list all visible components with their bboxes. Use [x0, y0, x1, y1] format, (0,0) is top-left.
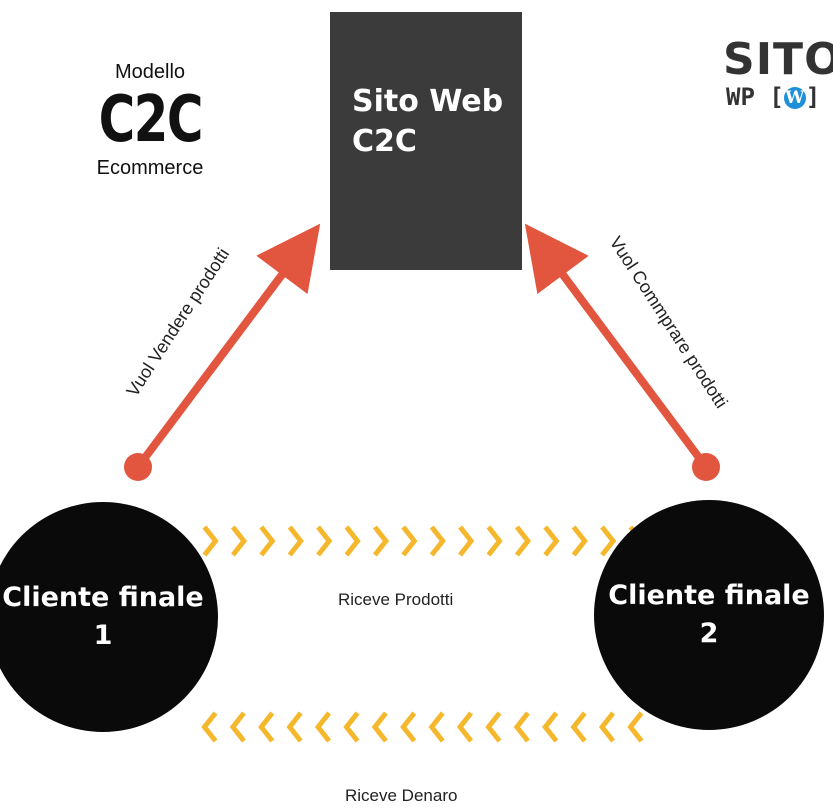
- chevron-right-icon: [458, 525, 475, 557]
- client-2-label: Cliente finale: [608, 580, 810, 611]
- chevron-right-icon: [486, 525, 503, 557]
- chevron-left-icon: [627, 711, 644, 743]
- money-flow-label: Riceve Denaro: [345, 786, 458, 805]
- chevron-left-icon: [286, 711, 303, 743]
- chevron-left-icon: [456, 711, 474, 743]
- logo-wp-line: WP [W]: [726, 84, 833, 110]
- client-1-label: Cliente finale: [2, 582, 204, 613]
- model-c2c-heading: C2C: [98, 83, 203, 157]
- chevron-right-icon: [401, 525, 418, 557]
- chevron-left-icon: [428, 711, 445, 743]
- model-label: Modello: [114, 61, 186, 83]
- wordpress-icon: W: [783, 87, 806, 109]
- chevron-left-icon: [513, 711, 530, 743]
- client-2-circle: Cliente finale 2: [594, 500, 824, 730]
- chevron-left-icon: [570, 711, 587, 743]
- chevron-left-icon: [343, 711, 360, 743]
- chevron-left-icon: [229, 711, 246, 743]
- chevron-right-icon: [429, 525, 446, 557]
- buy-arrow-dot: [692, 453, 720, 481]
- model-title-block: Modello C2C Ecommerce: [60, 58, 240, 182]
- chevron-left-icon: [258, 711, 275, 743]
- chevron-left-icon: [371, 711, 388, 743]
- sell-arrow-dot: [124, 453, 152, 481]
- products-flow-label: Riceve Prodotti: [338, 590, 454, 609]
- chevron-right-icon: [600, 525, 617, 557]
- chevron-left-icon: [400, 711, 417, 743]
- buy-arrow: [524, 223, 710, 470]
- c2c-website-title-line1: Sito Web: [352, 84, 504, 119]
- chevron-left-icon: [485, 711, 502, 743]
- chevron-left-icon: [598, 711, 616, 743]
- products-chevrons: [202, 525, 645, 557]
- model-ecommerce-label: Ecommerce: [96, 157, 204, 179]
- chevron-right-icon: [571, 525, 588, 557]
- chevron-right-icon: [344, 525, 361, 557]
- c2c-website-box: Sito Web C2C: [330, 12, 522, 270]
- logo-wp-text: WP [: [726, 83, 784, 111]
- chevron-right-icon: [202, 525, 219, 557]
- chevron-right-icon: [287, 525, 304, 557]
- chevron-right-icon: [316, 525, 333, 557]
- c2c-website-title-line2: C2C: [352, 124, 417, 159]
- chevron-right-icon: [259, 525, 276, 557]
- client-2-number: 2: [699, 618, 719, 649]
- money-chevrons: [201, 711, 644, 743]
- sito-wp-logo: SITO WP [W]: [723, 34, 833, 111]
- chevron-left-icon: [201, 711, 218, 743]
- chevron-right-icon: [543, 525, 560, 557]
- client-1-number: 1: [93, 620, 113, 651]
- chevron-right-icon: [514, 525, 532, 557]
- client-1-circle: Cliente finale 1: [0, 502, 218, 732]
- chevron-left-icon: [314, 711, 332, 743]
- chevron-left-icon: [542, 711, 559, 743]
- chevron-right-icon: [372, 525, 390, 557]
- c2c-website-title: Sito Web C2C: [352, 82, 503, 162]
- logo-bracket: ]: [805, 83, 821, 111]
- logo-sito-text: SITO: [723, 34, 833, 85]
- sell-arrow: [134, 223, 321, 470]
- chevron-right-icon: [230, 525, 248, 557]
